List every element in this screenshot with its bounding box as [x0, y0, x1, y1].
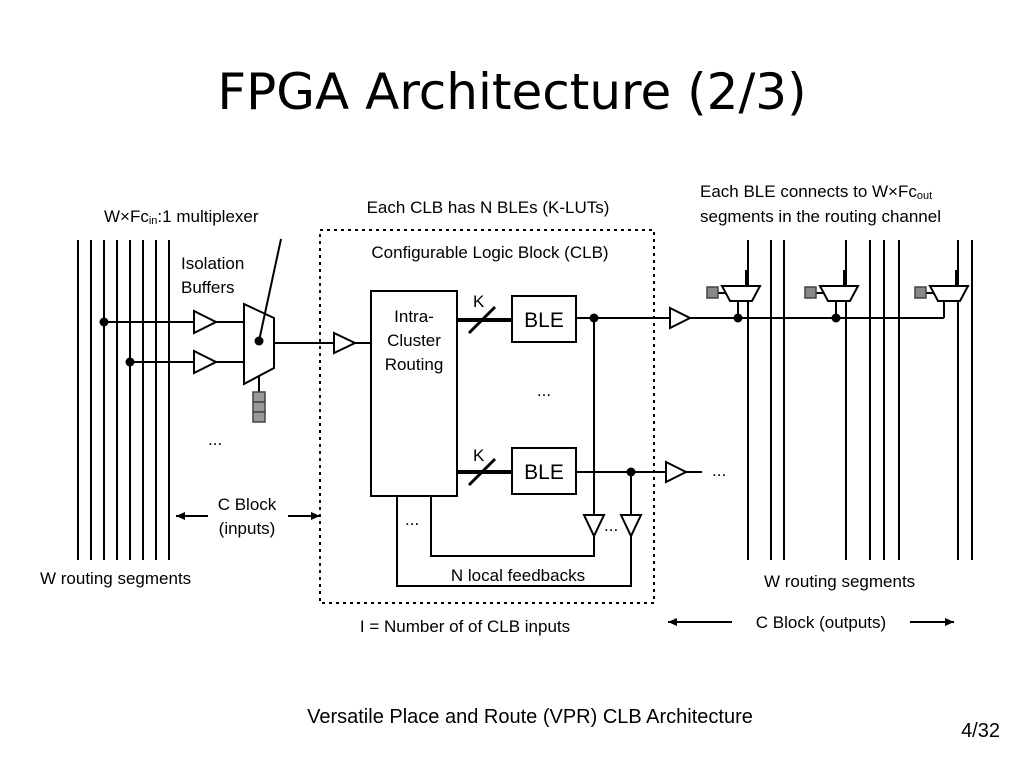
slide-footer: Versatile Place and Route (VPR) CLB Arch…	[307, 706, 753, 728]
isolation-label-line1: Isolation	[181, 254, 244, 273]
output-junction-dot	[733, 313, 743, 323]
ble-label-top: BLE	[524, 309, 564, 332]
config-bits-icon	[252, 391, 266, 423]
isolation-label-line2: Buffers	[181, 278, 235, 297]
ble-output-junction-dot	[626, 467, 636, 477]
clb-inputs-label: I = Number of of CLB inputs	[360, 617, 570, 636]
feedback-buffer-icon	[582, 514, 606, 539]
input-connections	[104, 321, 244, 363]
left-routing-channel	[77, 240, 170, 560]
intra-label-line2: Cluster	[387, 331, 441, 350]
output-ellipsis: ...	[712, 461, 726, 480]
buffer-ellipsis: ...	[604, 516, 618, 535]
track-junction-dot	[125, 357, 135, 367]
output-junction-dot	[831, 313, 841, 323]
feedback-ellipsis: ...	[405, 510, 419, 529]
output-buffer-icon	[669, 306, 693, 330]
mux-label-pointer	[258, 238, 282, 342]
local-feedback-wires	[396, 496, 632, 587]
w-routing-left-label: W routing segments	[40, 569, 191, 588]
k-label-top: K	[473, 292, 485, 311]
clb-title-label: Configurable Logic Block (CLB)	[371, 243, 608, 262]
isolation-buffer-icon	[193, 309, 219, 335]
ble-output-junction-dot	[589, 313, 599, 323]
c-block-in-label-line2: (inputs)	[219, 519, 276, 538]
feedback-buffer-icon	[619, 514, 643, 539]
mux-label: W×Fcin:1 multiplexer	[104, 207, 259, 227]
ble-ellipsis: ...	[537, 381, 551, 400]
track-junction-dot	[99, 317, 109, 327]
intra-cluster-routing-box	[370, 290, 458, 497]
ble-box-top	[511, 295, 577, 343]
slide-title: FPGA Architecture (2/3)	[217, 63, 807, 121]
clb-note-label: Each CLB has N BLEs (K-LUTs)	[367, 198, 610, 217]
ble-input-buses	[457, 305, 512, 487]
output-mux-group	[706, 270, 970, 318]
left-ellipsis: ...	[208, 430, 222, 449]
ble-label-bottom: BLE	[524, 461, 564, 484]
c-block-in-label-line1: C Block	[218, 495, 277, 514]
ble-output-wires	[576, 317, 670, 515]
isolation-buffer-icon	[193, 349, 219, 375]
c-block-out-label: C Block (outputs)	[756, 613, 886, 632]
k-label-bottom: K	[473, 446, 485, 465]
intra-label-line3: Routing	[385, 355, 444, 374]
local-feedbacks-label: N local feedbacks	[451, 566, 585, 585]
ble-connect-label-line2: segments in the routing channel	[700, 207, 941, 226]
w-routing-right-label: W routing segments	[764, 572, 915, 591]
page-number: 4/32	[961, 720, 1000, 742]
ble-box-bottom	[511, 447, 577, 495]
output-buffer-icon	[665, 460, 689, 484]
ble-connect-label-line1: Each BLE connects to W×Fcout	[700, 182, 932, 202]
intra-label-line1: Intra-	[394, 307, 434, 326]
clb-input-buffer-icon	[333, 331, 358, 355]
clb-boundary	[319, 229, 655, 604]
